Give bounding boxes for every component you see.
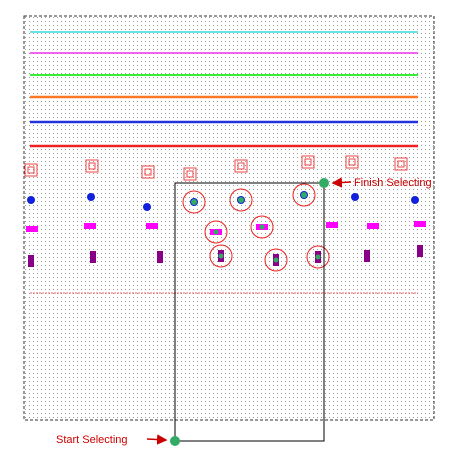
selected-handle[interactable] xyxy=(301,192,307,198)
selected-handle[interactable] xyxy=(273,257,279,263)
blue-dot[interactable] xyxy=(411,196,419,204)
selected-handle[interactable] xyxy=(259,224,265,230)
magenta-rect[interactable] xyxy=(26,226,38,232)
blue-dot[interactable] xyxy=(27,196,35,204)
selected-handle[interactable] xyxy=(238,197,244,203)
magenta-rect[interactable] xyxy=(414,221,426,227)
selection-circle[interactable] xyxy=(182,190,206,214)
purple-bars xyxy=(28,245,423,267)
selection-circle[interactable] xyxy=(209,244,233,268)
selection-circle[interactable] xyxy=(306,245,330,269)
selection-circle[interactable] xyxy=(250,215,274,239)
blue-dot[interactable] xyxy=(143,203,151,211)
selection-circle[interactable] xyxy=(204,220,228,244)
square-marker[interactable] xyxy=(183,167,197,181)
magenta-rects xyxy=(26,221,426,232)
purple-bar[interactable] xyxy=(28,255,34,267)
selected-handle[interactable] xyxy=(218,253,224,259)
square-marker[interactable] xyxy=(345,155,359,169)
selected-objects xyxy=(182,183,330,272)
selection-box[interactable] xyxy=(174,182,325,442)
finish-selecting-label: Finish Selecting xyxy=(354,177,432,189)
purple-bar[interactable] xyxy=(157,251,163,263)
finish-handle[interactable] xyxy=(319,178,329,188)
square-marker[interactable] xyxy=(24,163,38,177)
square-marker[interactable] xyxy=(141,165,155,179)
magenta-rect[interactable] xyxy=(367,223,379,229)
square-marker[interactable] xyxy=(394,157,408,171)
selection-circle[interactable] xyxy=(229,188,253,212)
selection-circle[interactable] xyxy=(292,183,316,207)
purple-bar[interactable] xyxy=(417,245,423,257)
square-marker[interactable] xyxy=(234,159,248,173)
magenta-rect[interactable] xyxy=(146,223,158,229)
blue-dot[interactable] xyxy=(87,193,95,201)
selected-handle[interactable] xyxy=(315,254,321,260)
purple-bar[interactable] xyxy=(364,250,370,262)
start-arrow xyxy=(146,434,168,445)
purple-bar[interactable] xyxy=(90,251,96,263)
magenta-rect[interactable] xyxy=(84,223,96,229)
start-selecting-label: Start Selecting xyxy=(56,434,128,446)
blue-dots xyxy=(27,193,419,211)
square-marker[interactable] xyxy=(85,159,99,173)
start-handle[interactable] xyxy=(170,436,180,446)
finish-arrow xyxy=(331,177,352,188)
selected-handle[interactable] xyxy=(213,229,219,235)
drawing-canvas[interactable] xyxy=(23,15,435,421)
square-marker[interactable] xyxy=(301,155,315,169)
selected-handle[interactable] xyxy=(191,199,197,205)
square-markers xyxy=(24,155,408,181)
selection-circle[interactable] xyxy=(264,248,288,272)
magenta-rect[interactable] xyxy=(326,222,338,228)
blue-dot[interactable] xyxy=(351,193,359,201)
